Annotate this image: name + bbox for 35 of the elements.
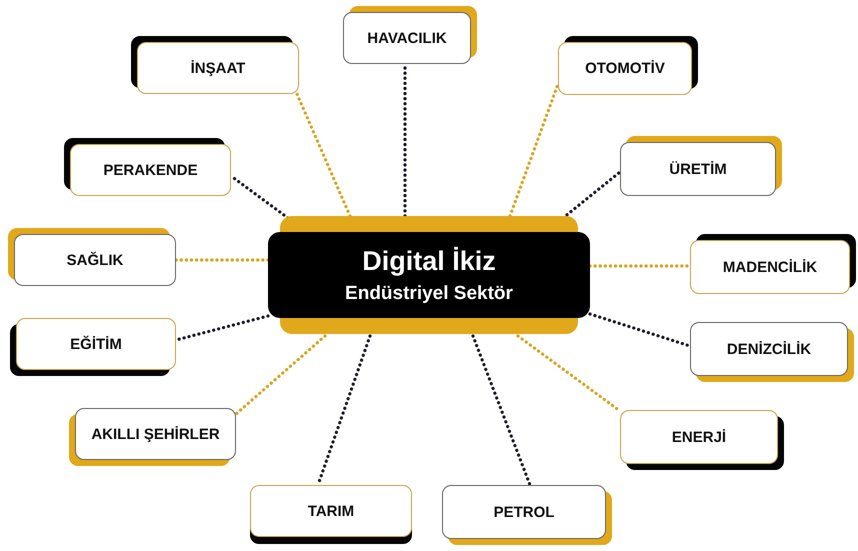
dotted-connector — [471, 334, 532, 487]
sector-label: OTOMOTİV — [585, 60, 665, 77]
sector-label: EĞİTİM — [70, 336, 122, 352]
sector-box — [64, 138, 231, 196]
sector-box — [10, 318, 176, 376]
dotted-connector — [174, 258, 270, 262]
sector-box — [620, 410, 784, 470]
dotted-connector — [508, 82, 560, 218]
dotted-connector — [588, 312, 692, 348]
central-box — [268, 216, 590, 334]
sector-box — [442, 485, 612, 545]
sector-box — [131, 36, 299, 94]
central-title: Digital İkiz — [362, 246, 496, 276]
sector-box — [69, 408, 236, 466]
sector-label: PERAKENDE — [103, 162, 198, 178]
sector-label: SAĞLIK — [66, 252, 124, 268]
sector-label: ENERJİ — [672, 428, 726, 446]
sector-label: TARIM — [308, 502, 354, 520]
sector-box — [558, 36, 698, 95]
sector-label: PETROL — [494, 504, 554, 520]
sector-label: ÜRETİM — [669, 160, 727, 178]
sector-box — [690, 234, 856, 294]
dotted-connector — [234, 334, 327, 416]
sector-box — [620, 136, 782, 196]
sector-box — [690, 322, 854, 382]
sector-label: AKILLI ŞEHİRLER — [91, 426, 220, 442]
sector-box — [343, 6, 477, 64]
sector-label: DENİZCİLİK — [726, 340, 812, 358]
sector-label: İNŞAAT — [190, 60, 246, 76]
sector-box — [250, 485, 412, 544]
dotted-connector — [295, 92, 352, 218]
sector-box — [8, 228, 176, 286]
sector-label: MADENCİLİK — [722, 258, 818, 276]
central-subtitle: Endüstriyel Sektör — [345, 282, 513, 304]
sector-label: HAVACILIK — [367, 30, 447, 46]
